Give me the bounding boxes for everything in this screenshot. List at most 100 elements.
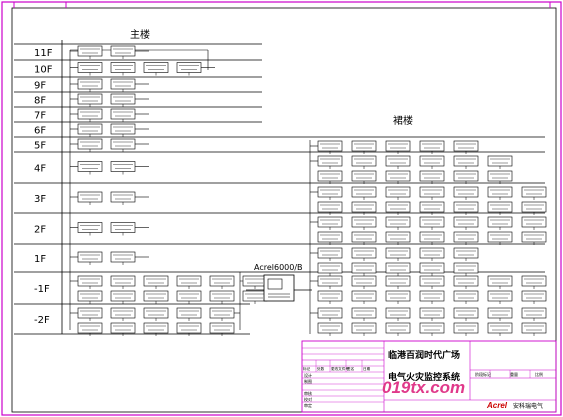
fire-monitor-module: [110, 322, 136, 336]
fire-monitor-module: [317, 275, 343, 289]
fire-monitor-module: [110, 251, 136, 265]
fire-monitor-module: [453, 140, 479, 154]
fire-monitor-module: [77, 191, 103, 205]
fire-monitor-module: [419, 186, 445, 200]
fire-monitor-module: [521, 231, 547, 245]
fire-monitor-module: [242, 275, 268, 289]
fire-monitor-module: [317, 201, 343, 215]
fire-monitor-module: [317, 155, 343, 169]
fire-monitor-module: [419, 216, 445, 230]
fire-monitor-module: [487, 275, 513, 289]
fire-monitor-module: [77, 93, 103, 107]
fire-monitor-module: [521, 307, 547, 321]
fire-monitor-module: [419, 231, 445, 245]
fire-monitor-module: [487, 186, 513, 200]
fire-monitor-module: [385, 231, 411, 245]
fire-monitor-module: [521, 322, 547, 336]
fire-monitor-module: [143, 290, 169, 304]
fire-monitor-module: [317, 186, 343, 200]
fire-monitor-module: [487, 290, 513, 304]
fire-monitor-module: [110, 45, 136, 59]
fire-monitor-module: [317, 216, 343, 230]
fire-monitor-module: [453, 170, 479, 184]
fire-monitor-module: [385, 216, 411, 230]
fire-monitor-module: [419, 322, 445, 336]
fire-monitor-module: [110, 191, 136, 205]
fire-monitor-module: [351, 231, 377, 245]
watermark-text: 019tx.com: [382, 378, 465, 397]
fire-monitor-module: [487, 216, 513, 230]
floor-label: 4F: [34, 164, 46, 175]
fire-monitor-module: [385, 186, 411, 200]
fire-monitor-module: [176, 290, 202, 304]
fire-monitor-module: [385, 170, 411, 184]
fire-monitor-module: [317, 231, 343, 245]
fire-monitor-module: [209, 290, 235, 304]
fire-monitor-module: [453, 275, 479, 289]
floor-label: 3F: [34, 194, 46, 205]
fire-monitor-module: [419, 275, 445, 289]
fire-monitor-module: [77, 138, 103, 152]
fire-monitor-module: [521, 290, 547, 304]
fire-monitor-module: [351, 322, 377, 336]
fire-monitor-module: [176, 322, 202, 336]
fire-monitor-module: [351, 201, 377, 215]
floor-label: 2F: [34, 225, 46, 236]
fire-monitor-module: [77, 251, 103, 265]
fire-monitor-module: [143, 307, 169, 321]
company-logo-text: Acrel: [486, 401, 508, 410]
podium-building-monitors: [317, 140, 547, 336]
fire-monitor-module: [385, 155, 411, 169]
fire-monitor-module: [419, 170, 445, 184]
title-block-header-label: 日期: [363, 366, 371, 371]
fire-monitor-module: [176, 275, 202, 289]
fire-monitor-module: [143, 62, 169, 76]
fire-monitor-module: [77, 307, 103, 321]
main-building-monitors: [77, 45, 268, 336]
fire-monitor-module: [453, 290, 479, 304]
fire-monitor-module: [453, 262, 479, 276]
title-block-role-label: 审定: [304, 402, 312, 408]
fire-monitor-module: [385, 307, 411, 321]
fire-monitor-module: [453, 201, 479, 215]
fire-monitor-module: [351, 290, 377, 304]
fire-monitor-module: [521, 186, 547, 200]
fire-monitor-module: [77, 123, 103, 137]
fire-monitor-module: [453, 186, 479, 200]
title-block-grid: 标记处数更改文件号签名日期设计制图审核校对审定阶段标记重量比例: [302, 341, 556, 412]
fire-monitor-module: [487, 231, 513, 245]
fire-monitor-module: [351, 170, 377, 184]
fire-monitor-module: [385, 322, 411, 336]
fire-monitor-module: [77, 322, 103, 336]
fire-monitor-module: [521, 275, 547, 289]
fire-monitor-module: [385, 140, 411, 154]
fire-monitor-module: [487, 322, 513, 336]
fire-monitor-module: [419, 155, 445, 169]
fire-monitor-module: [110, 222, 136, 236]
title-block-role-label: 校对: [304, 396, 312, 402]
fire-monitor-module: [317, 140, 343, 154]
main-building-title: 主楼: [130, 28, 150, 41]
fire-monitor-module: [351, 216, 377, 230]
fire-monitor-module: [453, 307, 479, 321]
fire-monitor-module: [110, 161, 136, 175]
fire-monitor-module: [317, 262, 343, 276]
fire-monitor-module: [419, 201, 445, 215]
floor-label: 9F: [34, 81, 46, 92]
fire-monitor-module: [77, 222, 103, 236]
fire-monitor-module: [110, 108, 136, 122]
title-block-header-label: 处数: [317, 366, 325, 371]
fire-monitor-module: [351, 247, 377, 261]
fire-monitor-module: [351, 262, 377, 276]
floor-label: 11F: [34, 48, 53, 59]
fire-monitor-module: [453, 231, 479, 245]
fire-monitor-module: [419, 140, 445, 154]
title-block-right-label: 比例: [535, 371, 543, 377]
fire-monitor-module: [77, 161, 103, 175]
fire-monitor-module: [209, 322, 235, 336]
fire-monitor-module: [453, 247, 479, 261]
floor-label: 7F: [34, 111, 46, 122]
fire-monitor-module: [453, 216, 479, 230]
